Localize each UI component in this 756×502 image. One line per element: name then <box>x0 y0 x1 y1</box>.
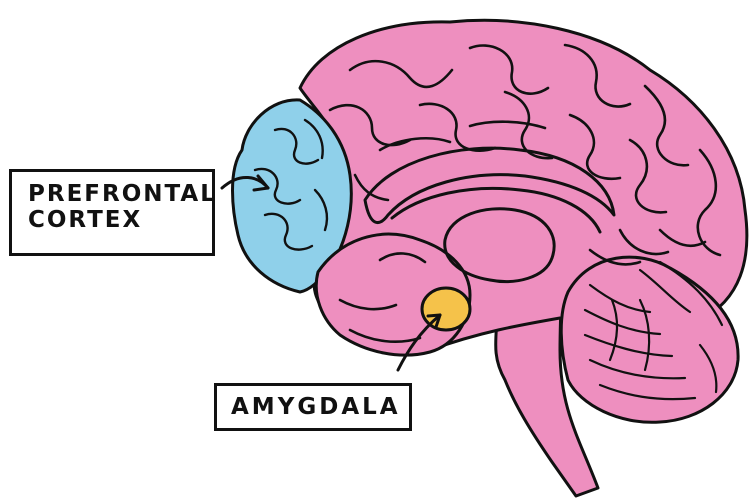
amygdala-label: AMYGDALA <box>214 383 412 431</box>
prefrontal-label-line-2: CORTEX <box>28 208 200 234</box>
prefrontal-cortex-label: PREFRONTAL CORTEX <box>9 169 215 256</box>
prefrontal-label-line-1: PREFRONTAL <box>28 182 200 208</box>
amygdala-label-text: AMYGDALA <box>231 395 409 421</box>
